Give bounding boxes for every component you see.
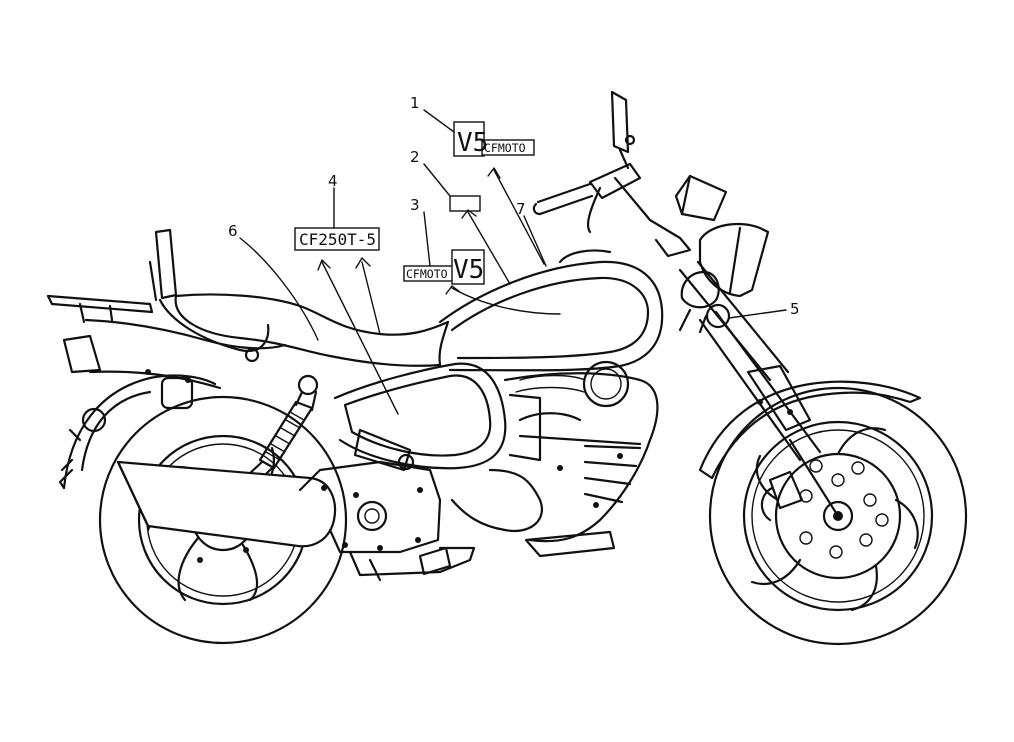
luggage-rack — [46, 228, 178, 374]
seat — [174, 293, 450, 367]
callout-6: 6 — [228, 222, 238, 240]
decal-lower-small: CFMOTO — [406, 267, 448, 281]
decal-tank-badge-lower: CFMOTO V5 — [403, 249, 485, 285]
frame-cover — [450, 372, 659, 558]
exhaust-muffler — [116, 460, 337, 548]
front-fender — [698, 380, 922, 480]
decal-small-rectangle — [449, 195, 481, 212]
decal-upper-big: V5 — [457, 128, 488, 158]
decal-tank-badge-upper: V5 CFMOTO — [453, 121, 535, 158]
footpeg — [418, 546, 452, 576]
callout-numbers: 1 2 3 4 5 6 7 — [228, 94, 800, 318]
callout-3: 3 — [410, 196, 420, 214]
decal-upper-small: CFMOTO — [484, 141, 526, 155]
rear-shock — [246, 374, 319, 484]
decal-side-cover-model: CF250T-5 — [294, 227, 380, 251]
side-cover — [333, 362, 507, 470]
callout-1: 1 — [410, 94, 420, 112]
handlebar — [532, 90, 692, 258]
fuel-tank — [438, 249, 664, 408]
speedometer — [674, 174, 728, 222]
decal-model-text: CF250T-5 — [299, 230, 376, 249]
decal-lower-big: V5 — [453, 255, 484, 285]
callout-2: 2 — [410, 148, 420, 166]
headlight — [678, 222, 770, 334]
engine — [197, 428, 476, 582]
callout-4: 4 — [328, 172, 338, 190]
callout-5: 5 — [790, 300, 800, 318]
rear-frame — [84, 298, 287, 390]
rear-fender — [58, 374, 217, 490]
leader-lines — [239, 109, 787, 415]
front-wheel — [708, 386, 968, 646]
callout-7: 7 — [516, 200, 526, 218]
